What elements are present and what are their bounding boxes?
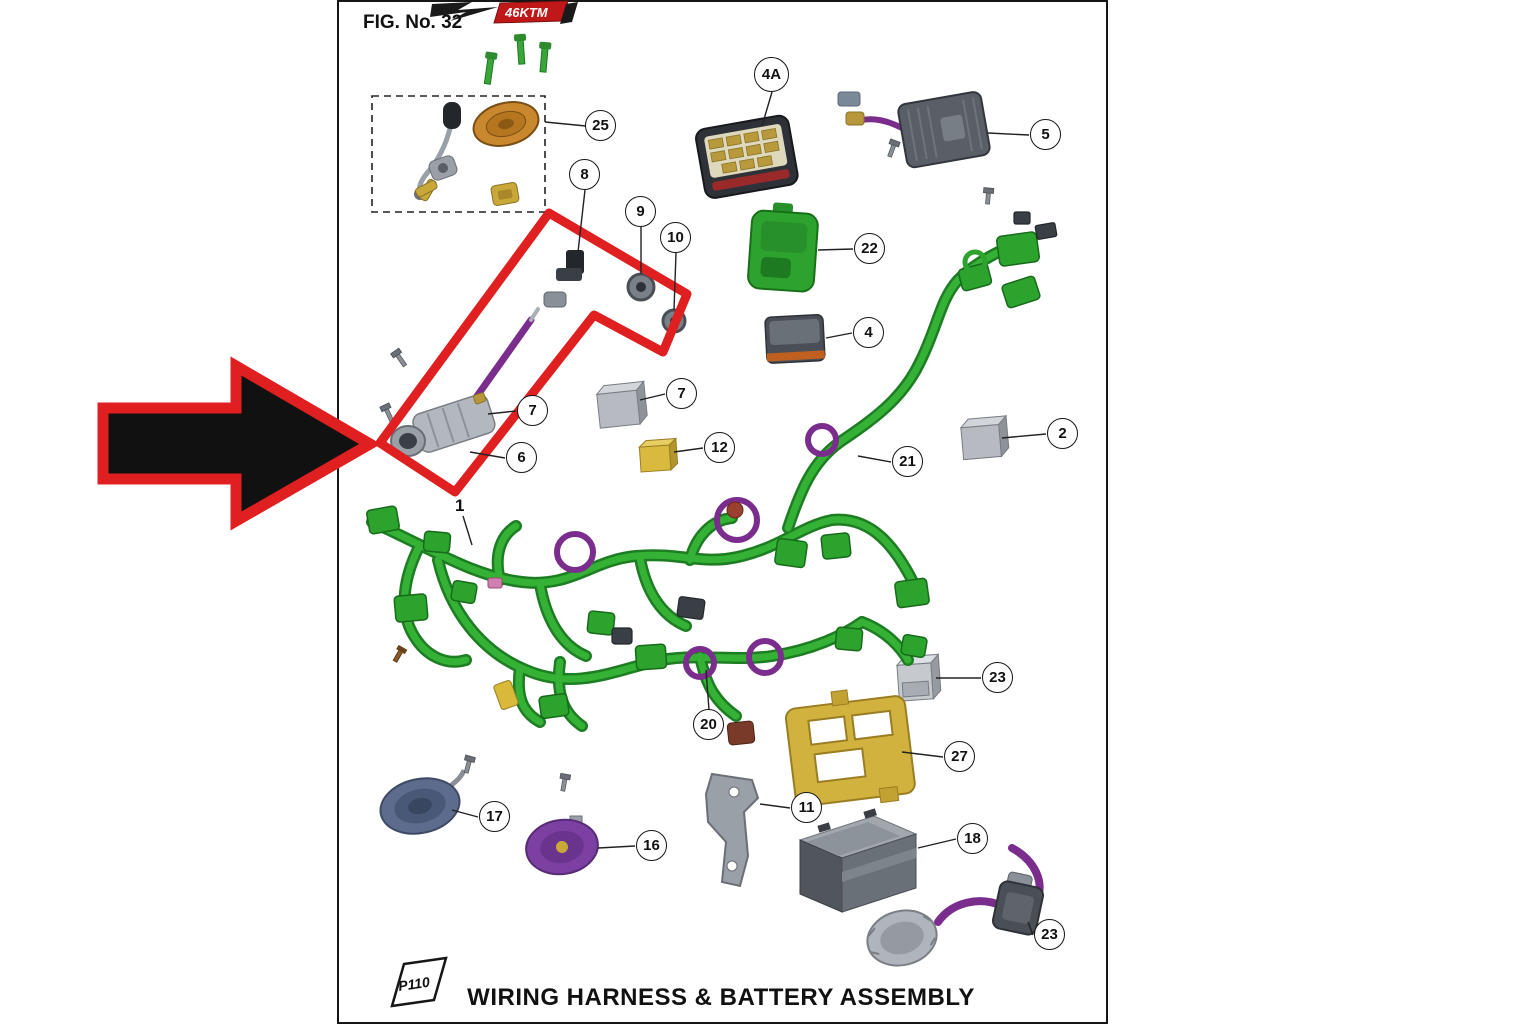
connector-23-bottom bbox=[866, 844, 1045, 967]
harness-connectors bbox=[366, 211, 1058, 746]
diagram-title: WIRING HARNESS & BATTERY ASSEMBLY bbox=[467, 984, 975, 1011]
bracket-11 bbox=[704, 772, 760, 888]
callout-25[interactable]: 25 bbox=[585, 110, 616, 141]
control-module-22 bbox=[747, 202, 819, 293]
brand-logo-text: 46KTM bbox=[504, 5, 549, 20]
misc-bolts bbox=[983, 187, 995, 205]
page-code-flag: P110 bbox=[390, 956, 448, 1008]
page-code-text: P110 bbox=[397, 974, 431, 994]
leader-lines bbox=[451, 91, 1047, 936]
bracket-27 bbox=[785, 689, 916, 807]
callout-23-connector[interactable]: 23 bbox=[1034, 919, 1065, 950]
callout-17[interactable]: 17 bbox=[479, 801, 510, 832]
grommet-9 bbox=[626, 272, 656, 302]
relay-12 bbox=[638, 437, 679, 473]
callout-4a[interactable]: 4A bbox=[754, 57, 789, 92]
callout-16[interactable]: 16 bbox=[636, 830, 667, 861]
horn-17 bbox=[379, 754, 476, 835]
horn-16 bbox=[525, 772, 599, 876]
battery-18 bbox=[798, 808, 918, 913]
connector-8 bbox=[543, 250, 584, 308]
relay-7 bbox=[595, 380, 648, 429]
green-screws bbox=[483, 33, 552, 85]
callout-21[interactable]: 21 bbox=[892, 446, 923, 477]
callout-4[interactable]: 4 bbox=[853, 317, 884, 348]
callout-8[interactable]: 8 bbox=[569, 159, 600, 190]
ecu-module-5 bbox=[837, 91, 991, 169]
callout-7-relay[interactable]: 7 bbox=[666, 378, 697, 409]
callout-9[interactable]: 9 bbox=[625, 196, 656, 227]
callout-5[interactable]: 5 bbox=[1030, 119, 1061, 150]
figure-number: FIG. No. 32 bbox=[363, 12, 463, 33]
gold-connector bbox=[490, 182, 520, 206]
callout-11[interactable]: 11 bbox=[791, 792, 822, 823]
harness-part-label: 1 bbox=[455, 496, 465, 515]
highlight-region bbox=[375, 208, 692, 497]
fuse-box-4a bbox=[695, 114, 799, 199]
lock-cylinder-keys bbox=[415, 155, 458, 202]
control-module-4 bbox=[764, 314, 826, 364]
parts-box-25 bbox=[371, 95, 546, 213]
callout-12[interactable]: 12 bbox=[704, 432, 735, 463]
callout-22[interactable]: 22 bbox=[854, 233, 885, 264]
fuel-cap bbox=[472, 101, 540, 147]
red-arrow-pointer bbox=[97, 356, 381, 531]
callout-18[interactable]: 18 bbox=[957, 823, 988, 854]
callout-2[interactable]: 2 bbox=[1047, 418, 1078, 449]
brand-logo: 46KTM bbox=[430, 0, 578, 24]
wiring-harness bbox=[366, 211, 1058, 746]
ignition-lock-assembly bbox=[379, 307, 540, 457]
relay-2 bbox=[959, 414, 1010, 461]
callout-10[interactable]: 10 bbox=[660, 222, 691, 253]
callout-27[interactable]: 27 bbox=[944, 741, 975, 772]
callout-7-lock[interactable]: 7 bbox=[517, 395, 548, 426]
callout-20[interactable]: 20 bbox=[693, 709, 724, 740]
gear-shift-knob bbox=[414, 102, 461, 200]
callout-23-relay[interactable]: 23 bbox=[982, 662, 1013, 693]
callout-6[interactable]: 6 bbox=[506, 442, 537, 473]
